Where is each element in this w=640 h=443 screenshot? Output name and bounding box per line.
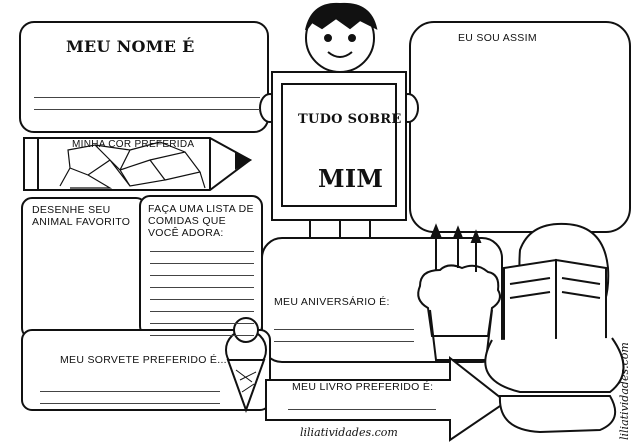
watermark-side: liliatividades.com (618, 342, 631, 440)
center-sign-line1: TUDO SOBRE (298, 112, 402, 127)
color-box-title: MINHA COR PREFERIDA (72, 139, 195, 150)
birthday-lines[interactable] (274, 318, 414, 342)
name-lines[interactable] (34, 86, 260, 110)
book-lines[interactable] (288, 398, 436, 410)
name-box-title: MEU NOME É (66, 37, 195, 56)
food-box-title: FAÇA UMA LISTA DE COMIDAS QUE VOCÊ ADORA… (148, 203, 254, 239)
animal-box-title: DESENHE SEU ANIMAL FAVORITO (32, 204, 131, 228)
self-box-title: EU SOU ASSIM (458, 32, 537, 44)
pencil-tip (235, 151, 253, 170)
cake-drawing (417, 264, 501, 337)
pencil-eraser (23, 137, 39, 191)
self-box (409, 21, 631, 233)
food-lines[interactable] (150, 240, 254, 336)
center-sign-line2: MIM (318, 164, 384, 193)
center-sign-inner (281, 83, 397, 207)
watermark-bottom: liliatividades.com (300, 426, 398, 439)
book-arrow (265, 355, 508, 442)
icecream-lines[interactable] (40, 380, 220, 404)
girl-legs (484, 337, 625, 393)
name-box (19, 21, 269, 133)
birthday-box-title: MEU ANIVERSÁRIO É: (274, 296, 390, 308)
icecream-box (21, 329, 271, 411)
book-box-title: MEU LIVRO PREFERIDO É: (292, 381, 434, 393)
icecream-box-title: MEU SORVETE PREFERIDO É... (60, 354, 227, 366)
